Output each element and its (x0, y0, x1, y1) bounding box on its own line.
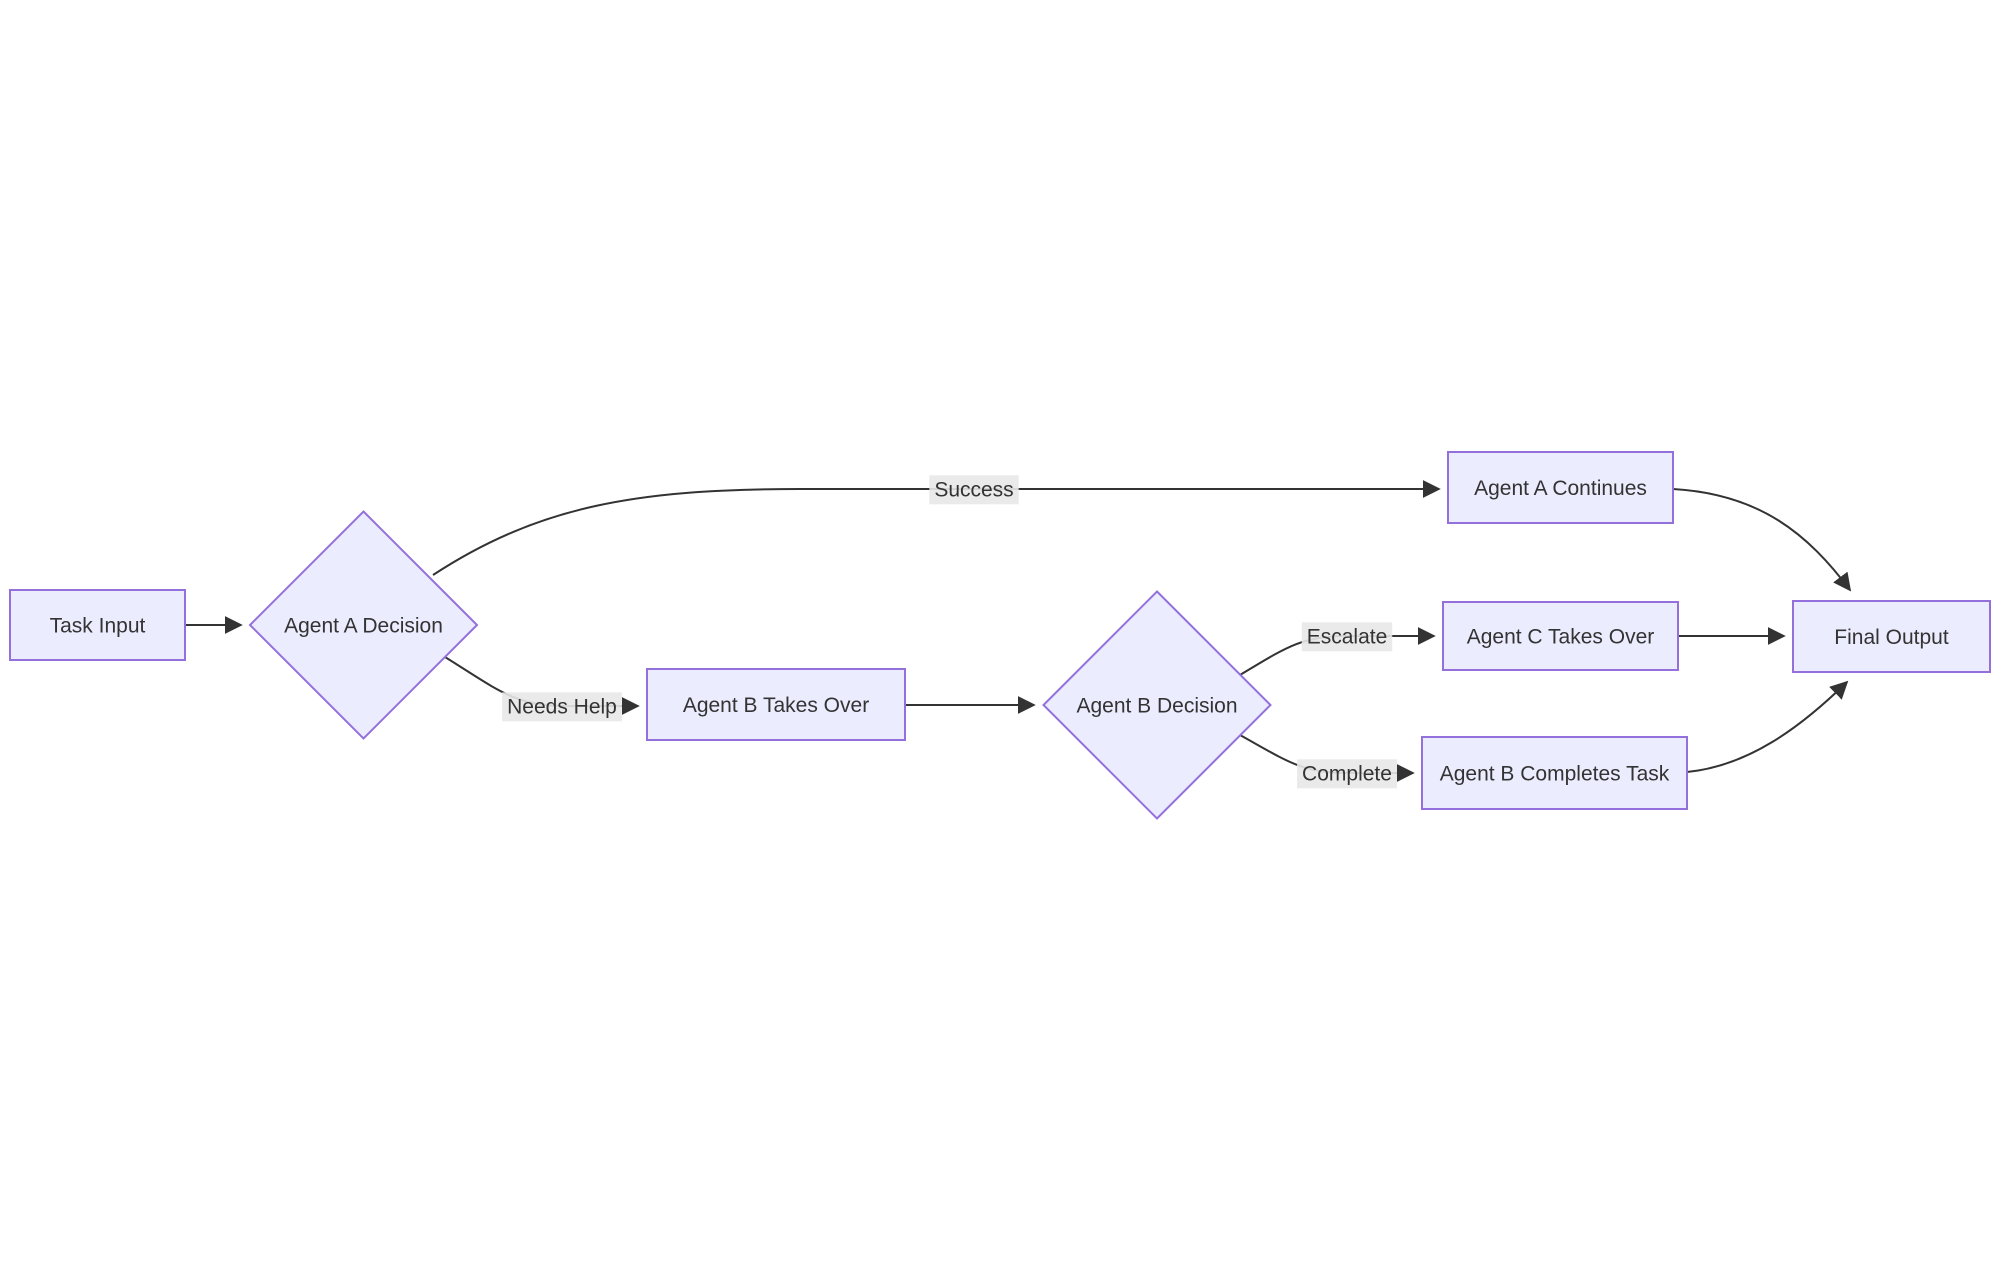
edge-label-needs-help: Needs Help (502, 692, 622, 722)
node-agent-b-takes-over-label: Agent B Takes Over (683, 694, 869, 717)
node-agent-c-takes-over-shape (1442, 601, 1679, 671)
node-task-input-shape (9, 589, 186, 661)
node-layer: Task Input Agent A Decision Agent A Cont… (9, 451, 1991, 820)
edge-label-escalate-text: Escalate (1307, 625, 1388, 648)
edge-agent-b-completes-task-to-final-output (1686, 680, 1849, 773)
node-agent-b-completes-task: Agent B Completes Task (1421, 736, 1688, 810)
edge-label-escalate-bg (1301, 622, 1393, 652)
node-agent-a-continues-label: Agent A Continues (1474, 477, 1647, 500)
node-agent-b-decision: Agent B Decision (1042, 590, 1272, 820)
edge-label-needs-help-text: Needs Help (507, 695, 617, 718)
edge-label-layer: Success Needs Help Escalate Complete (502, 475, 1397, 789)
edge-label-complete-text: Complete (1302, 762, 1392, 785)
node-agent-a-continues: Agent A Continues (1447, 451, 1674, 524)
node-agent-b-decision-shape (1042, 590, 1272, 820)
node-agent-c-takes-over: Agent C Takes Over (1442, 601, 1679, 671)
node-agent-b-takes-over-shape (646, 668, 906, 741)
node-agent-a-decision-shape (248, 510, 479, 740)
edge-label-complete-bg (1297, 759, 1397, 789)
edge-label-needs-help-bg (502, 692, 622, 722)
node-task-input-label: Task Input (50, 614, 146, 637)
node-agent-a-decision-label: Agent A Decision (284, 614, 443, 637)
edge-label-escalate: Escalate (1301, 622, 1393, 652)
edge-label-success-bg (929, 475, 1019, 505)
node-final-output-label: Final Output (1834, 626, 1949, 649)
node-final-output-shape (1792, 600, 1991, 673)
edge-label-success-text: Success (934, 478, 1013, 501)
node-agent-b-decision-label: Agent B Decision (1076, 694, 1237, 717)
node-agent-b-completes-task-shape (1421, 736, 1688, 810)
node-agent-b-completes-task-label: Agent B Completes Task (1440, 762, 1670, 785)
edge-agent-a-decision-to-agent-a-continues (432, 480, 1441, 576)
edge-label-complete: Complete (1297, 759, 1397, 789)
node-agent-b-takes-over: Agent B Takes Over (646, 668, 906, 741)
edge-label-success: Success (929, 475, 1019, 505)
node-final-output: Final Output (1792, 600, 1991, 673)
node-agent-c-takes-over-label: Agent C Takes Over (1467, 625, 1655, 648)
node-agent-a-continues-shape (1447, 451, 1674, 524)
node-task-input: Task Input (9, 589, 186, 661)
edge-agent-a-continues-to-final-output (1672, 488, 1852, 592)
node-agent-a-decision: Agent A Decision (248, 510, 479, 740)
